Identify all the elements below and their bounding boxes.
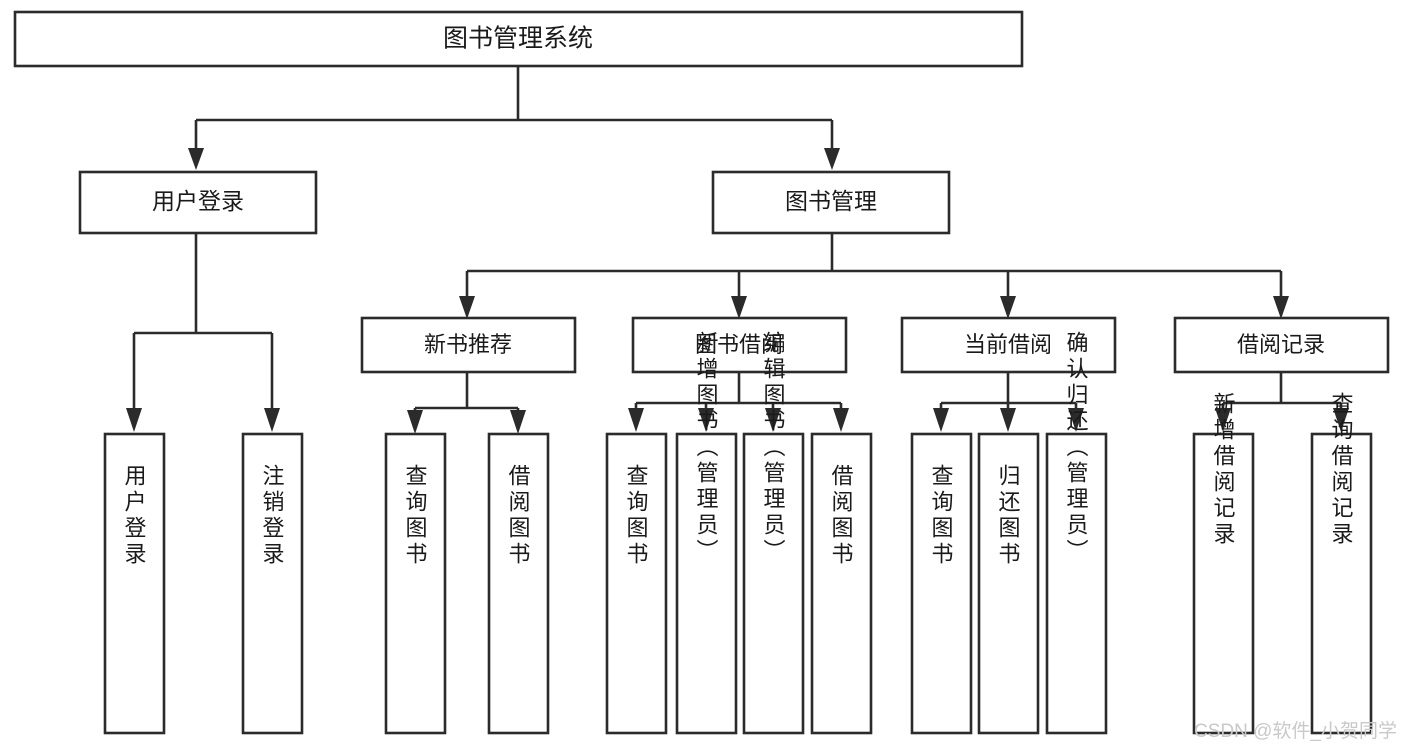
node-book-borrow-label: 图书借阅 — [695, 332, 783, 357]
csdn-watermark: CSDN @软件_小贺同学 — [1194, 721, 1397, 742]
node-current-borrow[interactable]: 当前借阅 — [900, 316, 1117, 374]
node-book-management[interactable]: 图书管理 — [711, 170, 951, 235]
edge-group-root — [188, 66, 840, 170]
leaf-new-book-recommend-1[interactable]: 借阅图书 — [487, 432, 550, 735]
edge-group-new-book — [407, 372, 526, 434]
node-book-borrow-box[interactable] — [631, 316, 848, 374]
leaf-box[interactable] — [1192, 432, 1255, 735]
node-current-borrow-label: 当前借阅 — [964, 332, 1052, 357]
leaf-label: 编辑图书（管理员） — [761, 331, 786, 565]
leaf-label: 用户登录 — [122, 464, 147, 568]
leaf-label: 查询图书 — [929, 464, 954, 568]
node-borrow-record[interactable]: 借阅记录 — [1173, 316, 1390, 374]
edge-group-book-mgmt — [459, 233, 1289, 319]
arrow-head-leaf-borrow-record-0 — [1215, 408, 1231, 432]
arrow-head-leaf-new-book-1 — [510, 410, 526, 434]
leaf-box[interactable] — [384, 432, 447, 735]
leaf-borrow-record-1[interactable]: 查询借阅记录 — [1310, 392, 1373, 735]
leaf-label: 新增借阅记录 — [1211, 392, 1236, 548]
arrow-head-leaf-book-borrow-0 — [628, 408, 644, 432]
leaf-label: 确认归还（管理员） — [1064, 331, 1089, 565]
leaf-label: 查询借阅记录 — [1329, 392, 1354, 548]
leaf-book-borrow-1[interactable]: 新增图书（管理员） — [675, 331, 738, 735]
arrow-head-leaf-user-login-0 — [126, 408, 142, 432]
arrow-head-leaf-book-borrow-2 — [765, 408, 781, 432]
leaf-label: 注销登录 — [260, 464, 285, 568]
node-new-book-recommend-box[interactable] — [360, 316, 577, 374]
leaf-current-borrow-1[interactable]: 归还图书 — [977, 432, 1040, 735]
leaf-box[interactable] — [1045, 432, 1108, 735]
node-user-login-label: 用户登录 — [152, 188, 244, 214]
leaf-label: 新增图书（管理员） — [694, 331, 719, 565]
node-borrow-record-box[interactable] — [1173, 316, 1390, 374]
leaf-borrow-record-0[interactable]: 新增借阅记录 — [1192, 392, 1255, 735]
leaf-box[interactable] — [810, 432, 873, 735]
edge-group-borrow-record — [1215, 372, 1349, 432]
arrow-head-leaf-book-borrow-1 — [698, 408, 714, 432]
node-book-borrow[interactable]: 图书借阅 — [631, 316, 848, 374]
node-user-login-box[interactable] — [78, 170, 318, 235]
arrow-head-leaf-current-borrow-0 — [933, 408, 949, 432]
leaf-box[interactable] — [487, 432, 550, 735]
leaf-new-book-recommend-0[interactable]: 查询图书 — [384, 432, 447, 735]
arrow-head-leaf-borrow-record-1 — [1333, 408, 1349, 432]
node-book-management-box[interactable] — [711, 170, 951, 235]
leaf-box[interactable] — [241, 432, 304, 735]
node-book-management-label: 图书管理 — [785, 188, 877, 214]
leaf-current-borrow-2[interactable]: 确认归还（管理员） — [1045, 331, 1108, 735]
leaf-book-borrow-2[interactable]: 编辑图书（管理员） — [742, 331, 805, 735]
edge-group-book-borrow — [628, 372, 849, 432]
arrow-head-leaf-user-login-1 — [264, 408, 280, 432]
node-root-box[interactable] — [13, 10, 1024, 68]
arrow-head-leaf-new-book-0 — [407, 410, 423, 434]
node-root-label: 图书管理系统 — [443, 25, 593, 53]
leaf-box[interactable] — [675, 432, 738, 735]
arrow-head-l2-2 — [1000, 296, 1016, 319]
leaf-label: 查询图书 — [624, 464, 649, 568]
leaf-book-borrow-3[interactable]: 借阅图书 — [810, 432, 873, 735]
arrow-head-l2-0 — [459, 296, 475, 319]
leaf-box[interactable] — [977, 432, 1040, 735]
arrow-head-leaf-book-borrow-3 — [833, 408, 849, 432]
leaf-label: 借阅图书 — [829, 464, 854, 568]
leaf-box[interactable] — [103, 432, 166, 735]
node-new-book-recommend[interactable]: 新书推荐 — [360, 316, 577, 374]
node-new-book-recommend-label: 新书推荐 — [424, 332, 512, 357]
node-current-borrow-box[interactable] — [900, 316, 1117, 374]
node-root[interactable]: 图书管理系统 — [13, 10, 1024, 68]
leaf-box[interactable] — [605, 432, 668, 735]
leaf-box[interactable] — [1310, 432, 1373, 735]
leaf-box[interactable] — [742, 432, 805, 735]
leaf-label: 查询图书 — [403, 464, 428, 568]
leaf-current-borrow-0[interactable]: 查询图书 — [910, 432, 973, 735]
leaf-label: 借阅图书 — [506, 464, 531, 568]
edge-group-current-borrow — [933, 372, 1084, 432]
leaf-user-login-1[interactable]: 注销登录 — [241, 432, 304, 735]
arrow-head-book-mgmt — [824, 148, 840, 170]
leaf-user-login-0[interactable]: 用户登录 — [103, 432, 166, 735]
arrow-head-l2-3 — [1273, 296, 1289, 319]
leaf-label: 归还图书 — [996, 464, 1021, 568]
node-borrow-record-label: 借阅记录 — [1237, 332, 1325, 357]
leaf-box[interactable] — [910, 432, 973, 735]
arrow-head-l2-1 — [731, 296, 747, 319]
arrow-head-user-login — [188, 148, 204, 170]
edge-group-user-login — [126, 233, 280, 432]
arrow-head-leaf-current-borrow-2 — [1068, 408, 1084, 432]
arrow-head-leaf-current-borrow-1 — [1000, 408, 1016, 432]
node-user-login[interactable]: 用户登录 — [78, 170, 318, 235]
leaf-book-borrow-0[interactable]: 查询图书 — [605, 432, 668, 735]
